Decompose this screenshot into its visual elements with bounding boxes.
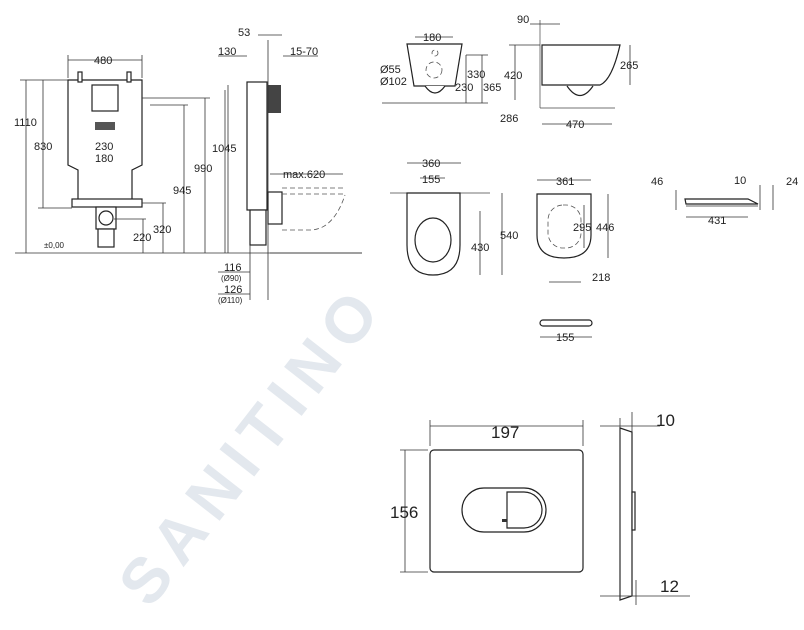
dim-plate-width: 197	[491, 423, 519, 442]
dim-360: 360	[422, 158, 440, 170]
dim-180: 180	[95, 153, 113, 165]
dim-540: 540	[500, 230, 518, 242]
dim-286: 286	[500, 113, 518, 125]
dim-dia102: Ø102	[380, 76, 407, 88]
dim-320: 320	[153, 224, 171, 236]
dim-230-back: 230	[455, 82, 473, 94]
dim-365: 365	[483, 82, 501, 94]
dim-420: 420	[504, 70, 522, 82]
seat-hinge-view	[539, 319, 593, 338]
dim-990: 990	[194, 163, 212, 175]
bowl-top-view	[390, 162, 503, 276]
dim-frame-width: 480	[94, 55, 112, 67]
flush-plate-front	[400, 420, 584, 573]
dim-max620: max.620	[283, 169, 325, 181]
dim-180-back: 180	[423, 32, 441, 44]
dim-155-hinge: 155	[556, 332, 574, 344]
dim-155-top: 155	[422, 174, 440, 186]
dim-24: 24	[786, 176, 798, 188]
dim-plate-height: 156	[390, 503, 418, 522]
dim-446: 446	[596, 222, 614, 234]
dim-330: 330	[467, 69, 485, 81]
dim-430: 430	[471, 242, 489, 254]
dim-218: 218	[592, 272, 610, 284]
frame-side-view	[218, 34, 362, 300]
frame-front-dims	[20, 55, 229, 253]
dim-295: 295	[573, 222, 591, 234]
dim-830: 830	[34, 141, 52, 153]
dim-126: 126	[224, 284, 242, 296]
dim-116: 116	[224, 262, 242, 274]
watermark: SANITINO	[104, 270, 398, 618]
dim-53: 53	[238, 27, 250, 39]
dim-126-diameter: (Ø110)	[218, 296, 243, 305]
bowl-back-view	[382, 36, 488, 104]
dim-116-diameter: (Ø90)	[221, 274, 242, 283]
dim-dia55: Ø55	[380, 64, 401, 76]
frame-front-view	[67, 71, 143, 248]
bowl-side-view	[509, 20, 631, 125]
dim-1045: 1045	[212, 143, 236, 155]
floor-level: ±0,00	[44, 241, 65, 250]
dim-plate-depth-12: 12	[660, 577, 679, 596]
dim-361: 361	[556, 176, 574, 188]
dim-10-seat: 10	[734, 175, 746, 187]
seat-top-view	[536, 179, 609, 283]
dim-15-70: 15-70	[290, 46, 318, 58]
dim-431: 431	[708, 215, 726, 227]
dim-46: 46	[651, 176, 663, 188]
seat-side-view	[675, 185, 774, 218]
flush-plate-side	[600, 412, 690, 605]
dim-130: 130	[218, 46, 236, 58]
dim-plate-depth: 10	[656, 411, 675, 430]
dim-470: 470	[566, 119, 584, 131]
dim-90: 90	[517, 14, 529, 26]
dim-265: 265	[620, 60, 638, 72]
dim-945: 945	[173, 185, 191, 197]
dim-frame-height: 1110	[14, 117, 37, 129]
dim-220: 220	[133, 232, 151, 244]
dim-230: 230	[95, 141, 113, 153]
